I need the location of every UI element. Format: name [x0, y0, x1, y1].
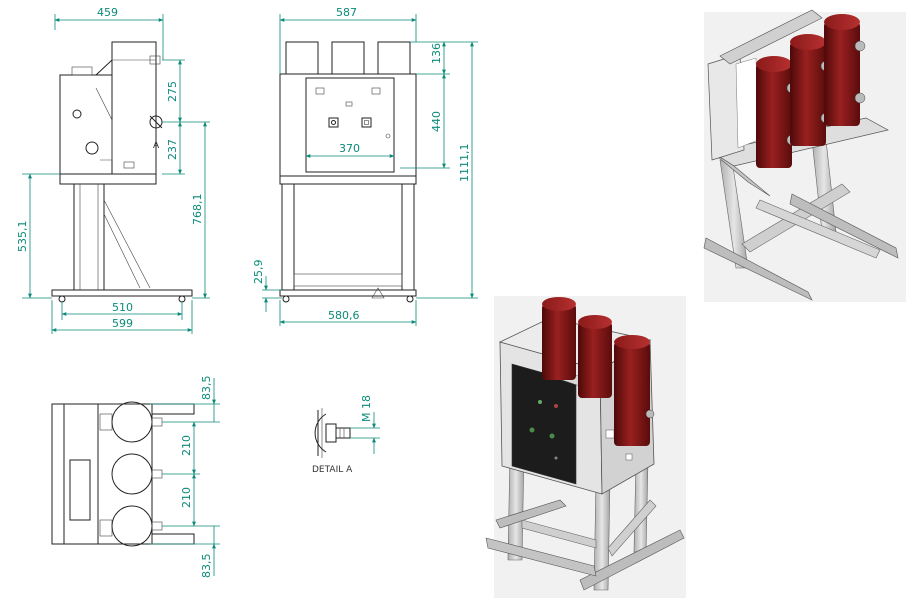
detail-a: M 18 DETAIL A	[312, 395, 380, 475]
pole-2	[790, 34, 832, 146]
dim-83-bot: 83,5	[200, 554, 213, 579]
dim-83-top: 83,5	[200, 376, 213, 401]
dim-237: 237	[166, 139, 179, 160]
dim-599: 599	[112, 317, 133, 330]
render-rear-isometric	[703, 9, 906, 302]
pole-5	[578, 315, 612, 398]
pole-3	[824, 14, 866, 126]
pole-6	[614, 335, 655, 446]
dim-m18: M 18	[360, 395, 373, 422]
top-view-dimensions: 83,5 210 210 83,5	[150, 376, 220, 579]
dim-front-width: 587	[336, 6, 357, 19]
dim-210-b: 210	[180, 487, 193, 508]
dim-440: 440	[430, 111, 443, 132]
dim-1111: 1111,1	[458, 144, 471, 183]
dim-210-a: 210	[180, 435, 193, 456]
dim-768: 768,1	[191, 194, 204, 226]
dim-side-width: 459	[97, 6, 118, 19]
side-view: A	[51, 41, 193, 303]
dim-510: 510	[112, 301, 133, 314]
dim-535: 535,1	[16, 221, 29, 253]
side-view-dimensions: 459 275 237 768,1 535,1 510 599	[16, 6, 210, 334]
front-view	[279, 41, 417, 303]
dim-25: 25,9	[252, 260, 265, 285]
dim-370: 370	[339, 142, 360, 155]
detail-marker: A	[153, 141, 160, 151]
dim-580: 580,6	[328, 309, 360, 322]
dim-275: 275	[166, 81, 179, 102]
front-view-dimensions: 587 136 440 1111,1 370 25,9 580,6	[252, 6, 478, 326]
pole-4	[542, 297, 576, 380]
detail-caption: DETAIL A	[312, 465, 353, 475]
dim-136: 136	[430, 43, 443, 64]
render-front-isometric	[485, 296, 686, 598]
